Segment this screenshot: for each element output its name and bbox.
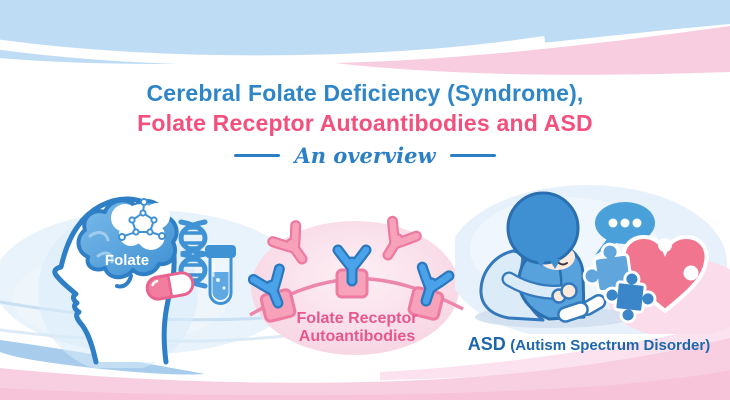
sad-boy — [479, 191, 607, 323]
puzzle-piece-dark — [603, 270, 657, 324]
asd-illustration — [455, 185, 730, 334]
top-wave-blue — [0, 0, 730, 64]
subtitle: An overview — [294, 143, 436, 168]
title-line-1: Cerebral Folate Deficiency (Syndrome), — [146, 80, 584, 106]
test-tube-icon — [205, 245, 236, 305]
bottom-wave-pink-deep — [0, 370, 730, 400]
boy-bangs — [535, 257, 561, 269]
bottom-wave-pink — [0, 338, 730, 400]
brain-stem-curl — [115, 274, 133, 289]
molecule-icon — [118, 198, 166, 241]
boy-closed-eye — [558, 262, 568, 266]
receptor-label: Folate Receptor Autoantibodies — [267, 310, 447, 346]
heart-dot — [683, 265, 699, 281]
subtitle-dash-right — [449, 154, 496, 157]
brain-folate-label: Folate — [105, 252, 149, 269]
subtitle-row: An overview — [0, 143, 730, 168]
receptor-label-line1: Folate Receptor — [296, 310, 418, 327]
boy-hand-front — [560, 282, 578, 300]
capsule-icon — [145, 271, 195, 301]
asd-label-full: (Autism Spectrum Disorder) — [510, 337, 711, 354]
folate-receptor-illustration — [248, 203, 464, 355]
boy-hair — [506, 191, 580, 265]
receptor-label-line2: Autoantibodies — [298, 328, 416, 345]
heart-puzzle-notch — [658, 238, 672, 252]
top-wave-pink — [335, 26, 730, 75]
title-line-2: Folate Receptor Autoantibodies and ASD — [137, 110, 593, 136]
boy-sock-front — [557, 301, 589, 323]
folate-cloud — [111, 203, 170, 250]
top-wave-white-stripe — [0, 36, 546, 66]
title-block: Cerebral Folate Deficiency (Syndrome), F… — [0, 78, 730, 168]
asd-label: ASD (Autism Spectrum Disorder) — [448, 334, 730, 355]
asd-label-abbr: ASD — [467, 334, 506, 354]
bottom-wave-pink-haze — [380, 322, 730, 380]
brain-folate-illustration: Folate — [38, 196, 236, 368]
subtitle-dash-left — [234, 154, 281, 157]
brain-squiggles — [88, 231, 114, 264]
